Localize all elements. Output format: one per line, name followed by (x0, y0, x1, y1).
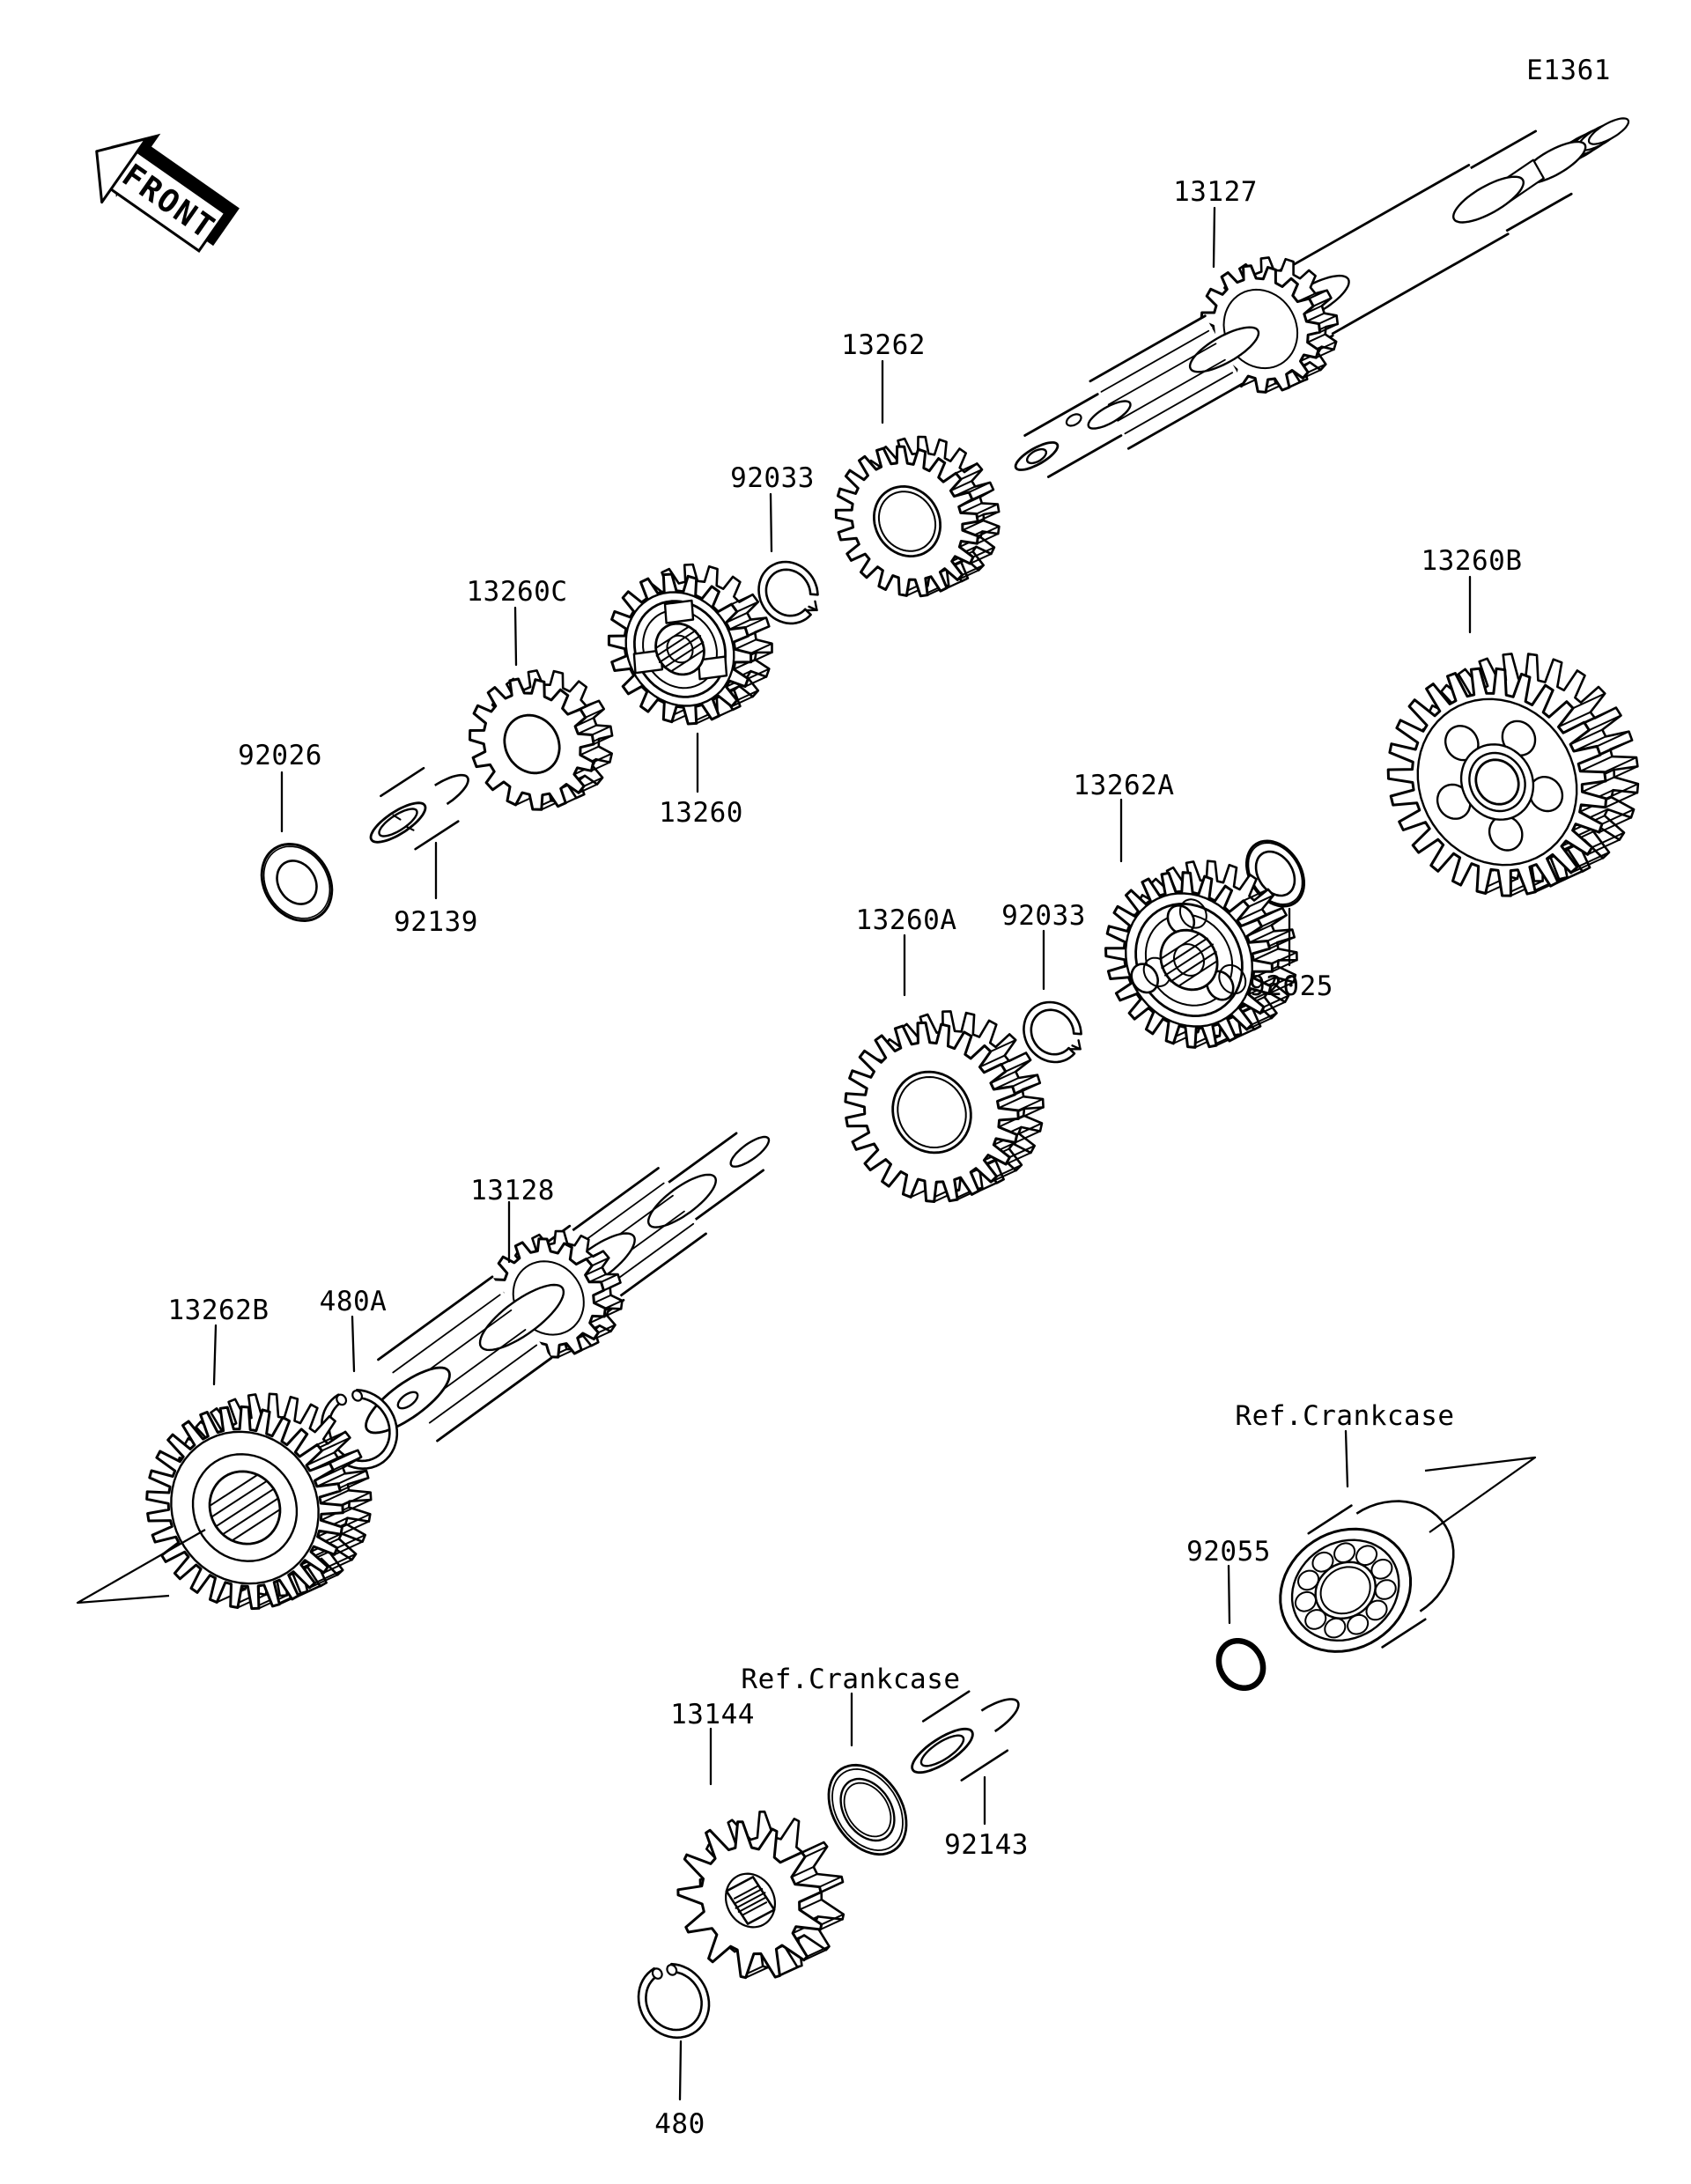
engine-sprocket-13144 (676, 1810, 846, 1980)
washer-92026 (260, 843, 334, 922)
callout-label-13262: 13262 (841, 329, 926, 361)
gear-13260C (469, 669, 614, 811)
callout-label-92025: 92025 (1249, 970, 1333, 1002)
callout-label-92143: 92143 (944, 1829, 1029, 1861)
callouts: E1361 13127 13262 92033 13260C 13260 92026 9213… (168, 55, 1611, 2140)
callout-label-13127: 13127 (1173, 176, 1258, 208)
circlip-92033-b (1023, 1000, 1082, 1064)
callout-label-Ref.Crankcase: Ref.Crankcase (741, 1664, 960, 1695)
dog-gear-13262A (1104, 860, 1298, 1049)
front-arrow: FRONT (95, 133, 240, 253)
circlip-480A (320, 1389, 399, 1470)
callout-label-Ref.Crankcase: Ref.Crankcase (1235, 1400, 1454, 1432)
gear-13260B (1386, 653, 1640, 897)
callout-label-13260C: 13260C (467, 576, 568, 608)
output-shaft-13127 (1014, 117, 1630, 478)
oring-92055 (1215, 1637, 1266, 1692)
callout-label-92139: 92139 (394, 906, 478, 938)
gear-13262 (834, 435, 1001, 598)
callout-label-13262B: 13262B (168, 1295, 270, 1326)
crankcase-seal (827, 1763, 908, 1856)
drive-shaft-13128 (365, 1132, 771, 1442)
gear-13262B (145, 1392, 373, 1611)
callout-label-13262A: 13262A (1074, 770, 1175, 801)
bushing-92139 (369, 766, 469, 851)
callout-label-92055: 92055 (1186, 1536, 1271, 1568)
callout-label-480A: 480A (320, 1286, 388, 1317)
right-axis-pointer (1424, 1456, 1537, 1533)
left-axis-pointer (76, 1529, 206, 1605)
callout-label-480: 480 (654, 2108, 705, 2140)
callout-label-92033: 92033 (730, 462, 815, 494)
callout-label-13260B: 13260B (1421, 545, 1523, 577)
bushing-92143 (911, 1690, 1020, 1782)
gear-13260A (844, 1010, 1045, 1203)
callout-label-E1361: E1361 (1526, 55, 1611, 86)
circlip-92033-a (757, 560, 819, 625)
dog-gear-13260 (607, 563, 773, 726)
crankcase-bearing (1279, 1500, 1455, 1653)
callout-label-92033: 92033 (1001, 900, 1086, 932)
callout-label-13260: 13260 (659, 797, 743, 829)
callout-label-13260A: 13260A (856, 904, 957, 936)
circlip-480 (637, 1962, 711, 2040)
callout-label-92026: 92026 (238, 740, 322, 771)
callout-label-13128: 13128 (470, 1175, 555, 1206)
washer-92025 (1245, 839, 1305, 908)
callout-label-13144: 13144 (670, 1699, 755, 1730)
